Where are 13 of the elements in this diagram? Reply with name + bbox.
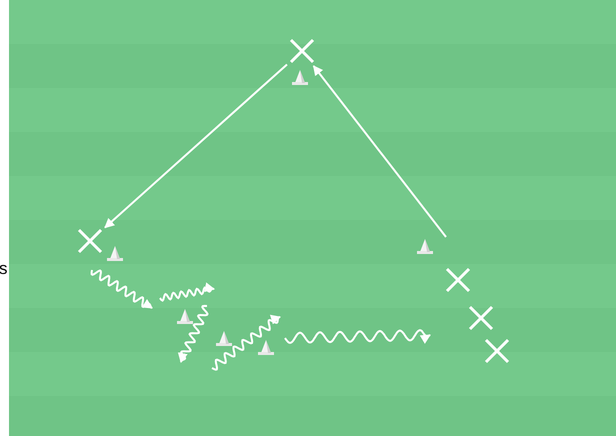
cone-icon — [177, 308, 193, 324]
cone-icon — [258, 339, 274, 355]
player-cross — [77, 228, 103, 254]
player-cross — [289, 38, 315, 64]
cone-icon — [292, 69, 308, 85]
player-cross — [468, 305, 494, 331]
pass-arrow — [312, 65, 447, 238]
player-cross — [484, 338, 510, 364]
player-cross — [445, 267, 471, 293]
cone-icon — [107, 245, 123, 261]
pass-arrow — [104, 64, 288, 228]
cone-icon — [417, 238, 433, 254]
cone-icon — [216, 330, 232, 346]
